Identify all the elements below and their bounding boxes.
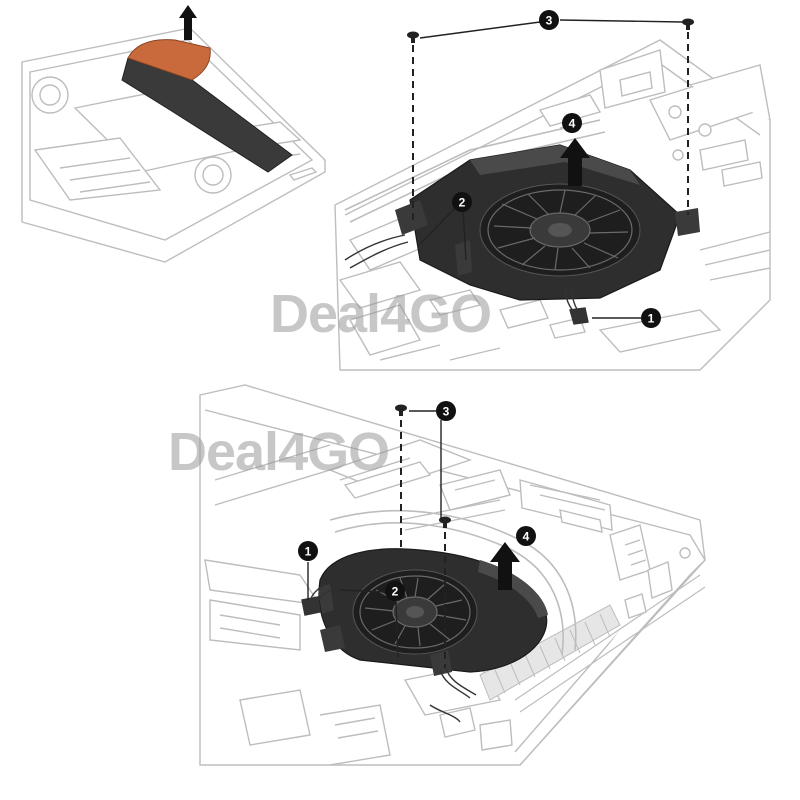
callout-4-top: 4 — [562, 113, 582, 133]
callout-2-label: 2 — [459, 196, 466, 210]
watermark-top: Deal4GO — [270, 284, 491, 344]
arrow-up-icon — [560, 138, 590, 186]
panel-fan-top: 3 4 2 1 — [334, 10, 771, 371]
callout-3-label: 3 — [546, 14, 553, 28]
callout-3-top: 3 — [539, 10, 559, 30]
panel-fan-bottom: 3 4 1 2 — [199, 384, 706, 766]
heat-pipe-bottom — [329, 509, 577, 656]
ribbon-cable — [121, 39, 293, 173]
fan-cable-bottom — [301, 584, 477, 723]
callout-2-label: 2 — [392, 585, 399, 599]
callout-2-top: 2 — [452, 192, 472, 212]
callout-2-bottom: 2 — [385, 581, 405, 601]
callout-4-label: 4 — [569, 117, 576, 131]
fan-cable-top — [344, 234, 589, 325]
callout-4-bottom: 4 — [516, 526, 536, 546]
panel-cable-disconnect — [21, 5, 327, 263]
arrow-up-icon — [179, 5, 197, 40]
fan-assembly-bottom — [318, 548, 548, 676]
screw-icon — [395, 404, 407, 416]
callout-1-label: 1 — [648, 312, 655, 326]
arrow-up-icon — [490, 542, 520, 590]
watermark-bottom: Deal4GO — [168, 422, 389, 482]
screw-icon — [407, 31, 419, 43]
callout-3-label: 3 — [443, 405, 450, 419]
screw-guide-lines — [412, 32, 689, 220]
laptop-base-outline — [21, 27, 327, 263]
screw-icon — [439, 516, 451, 528]
callout-1-bottom: 1 — [298, 541, 318, 561]
callout-4-label: 4 — [523, 530, 530, 544]
callout-1-label: 1 — [305, 545, 312, 559]
callout-1-top: 1 — [641, 308, 661, 328]
screw-icon — [682, 18, 694, 30]
callout-leaders-top — [419, 19, 683, 319]
screw-guide-lines-bottom — [400, 420, 446, 668]
callout-3-bottom: 3 — [436, 401, 456, 421]
callout-leaders-bottom — [307, 410, 442, 659]
fan-assembly-top — [395, 144, 700, 301]
